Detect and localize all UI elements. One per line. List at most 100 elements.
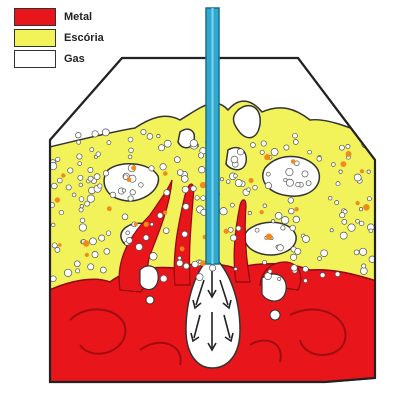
gas-bubble bbox=[359, 248, 366, 255]
gas-bubble bbox=[90, 148, 94, 152]
gas-bubble bbox=[88, 176, 93, 181]
gas-bubble bbox=[181, 176, 188, 183]
metal-droplet bbox=[224, 229, 229, 234]
gas-bubble bbox=[342, 219, 347, 224]
metal-droplet bbox=[264, 154, 270, 160]
gas-bubble bbox=[139, 183, 144, 188]
gas-bubble bbox=[253, 185, 258, 190]
gas-bubble bbox=[68, 168, 73, 173]
gas-bubble bbox=[247, 188, 251, 192]
gas-bubble bbox=[220, 208, 227, 215]
gas-bubble bbox=[149, 166, 154, 171]
gas-bubble bbox=[234, 174, 238, 178]
gas-bubble bbox=[158, 145, 164, 151]
gas-bubble bbox=[284, 145, 289, 150]
gas-bubble bbox=[237, 149, 243, 155]
gas-bubble bbox=[289, 208, 295, 214]
metal-droplet bbox=[163, 211, 167, 215]
gas-bubble bbox=[59, 210, 63, 214]
metal-droplet bbox=[360, 169, 364, 173]
gas-bubble bbox=[369, 229, 373, 233]
gas-bubble bbox=[129, 148, 134, 153]
metal-droplet bbox=[131, 165, 136, 170]
gas-bubble bbox=[275, 212, 282, 219]
gas-bubble bbox=[261, 141, 266, 146]
metal-droplet bbox=[249, 178, 254, 183]
gas-bubble bbox=[56, 157, 60, 161]
gas-bubble bbox=[77, 154, 82, 159]
gas-bubble bbox=[100, 267, 106, 273]
gas-bubble bbox=[163, 228, 169, 234]
gas-bubble bbox=[266, 172, 270, 176]
gas-bubble bbox=[160, 275, 167, 282]
metal-droplet bbox=[85, 253, 89, 257]
gas-bubble bbox=[80, 218, 85, 223]
gas-bubble bbox=[126, 237, 132, 243]
gas-bubble bbox=[77, 140, 81, 144]
gas-bubble bbox=[150, 252, 158, 260]
gas-bubble bbox=[122, 214, 128, 220]
metal-droplet bbox=[294, 207, 298, 211]
gas-bubble bbox=[182, 186, 189, 193]
gas-bubble bbox=[348, 224, 355, 231]
legend-item-slag: Escória bbox=[14, 27, 104, 48]
gas-bubble bbox=[336, 182, 340, 186]
gas-bubble bbox=[88, 264, 94, 270]
gas-bubble bbox=[177, 260, 183, 266]
metal-droplet bbox=[346, 151, 352, 157]
gas-bubble bbox=[270, 310, 280, 320]
gas-bubble bbox=[320, 273, 325, 278]
gas-bubble bbox=[354, 250, 359, 255]
gas-bubble bbox=[78, 175, 83, 180]
metal-droplet bbox=[180, 246, 185, 251]
gas-bubble bbox=[92, 131, 98, 137]
gas-bubble bbox=[198, 166, 205, 173]
gas-bubble bbox=[164, 140, 171, 147]
gas-bubble bbox=[234, 267, 237, 270]
gas-bubble bbox=[290, 225, 296, 231]
gas-bubble bbox=[183, 204, 189, 210]
gas-bubble bbox=[346, 144, 350, 148]
gas-bubble bbox=[72, 193, 76, 197]
gas-pocket bbox=[140, 266, 158, 290]
gas-bubble bbox=[293, 216, 300, 223]
gas-bubble bbox=[271, 220, 274, 223]
metal-droplet bbox=[260, 210, 264, 214]
gas-bubble bbox=[107, 141, 111, 145]
gas-bubble bbox=[85, 201, 90, 206]
metal-swatch bbox=[14, 8, 56, 26]
gas-bubble bbox=[268, 269, 272, 273]
gas-bubble bbox=[146, 296, 154, 304]
gas-bubble bbox=[198, 153, 203, 158]
gas-bubble bbox=[302, 171, 308, 177]
metal-droplet bbox=[291, 159, 296, 164]
gas-bubble bbox=[74, 261, 80, 267]
gas-bubble bbox=[174, 157, 180, 163]
gas-bubble bbox=[102, 129, 109, 136]
gas-bubble bbox=[281, 217, 288, 224]
gas-bubble bbox=[191, 186, 197, 192]
gas-bubble bbox=[296, 182, 300, 186]
gas-bubble bbox=[303, 236, 310, 243]
gas-bubble bbox=[290, 254, 296, 260]
gas-bubble bbox=[147, 134, 153, 140]
metal-droplet bbox=[58, 243, 62, 247]
metal-droplet bbox=[341, 161, 347, 167]
gas-bubble bbox=[80, 205, 83, 208]
gas-bubble bbox=[178, 256, 182, 260]
gas-bubble bbox=[281, 226, 285, 230]
gas-bubble bbox=[106, 231, 111, 236]
gas-pocket bbox=[263, 156, 320, 196]
gas-bubble bbox=[220, 178, 223, 181]
metal-droplet bbox=[126, 177, 131, 182]
gas-bubble bbox=[79, 197, 84, 202]
gas-bubble bbox=[288, 198, 294, 204]
gas-bubble bbox=[291, 265, 297, 271]
gas-bubble bbox=[340, 212, 345, 217]
gas-bubble bbox=[359, 208, 362, 211]
metal-droplet bbox=[107, 206, 112, 211]
gas-bubble bbox=[79, 183, 83, 187]
gas-bubble bbox=[143, 235, 149, 241]
gas-bubble bbox=[356, 219, 360, 223]
gas-bubble bbox=[128, 196, 133, 201]
